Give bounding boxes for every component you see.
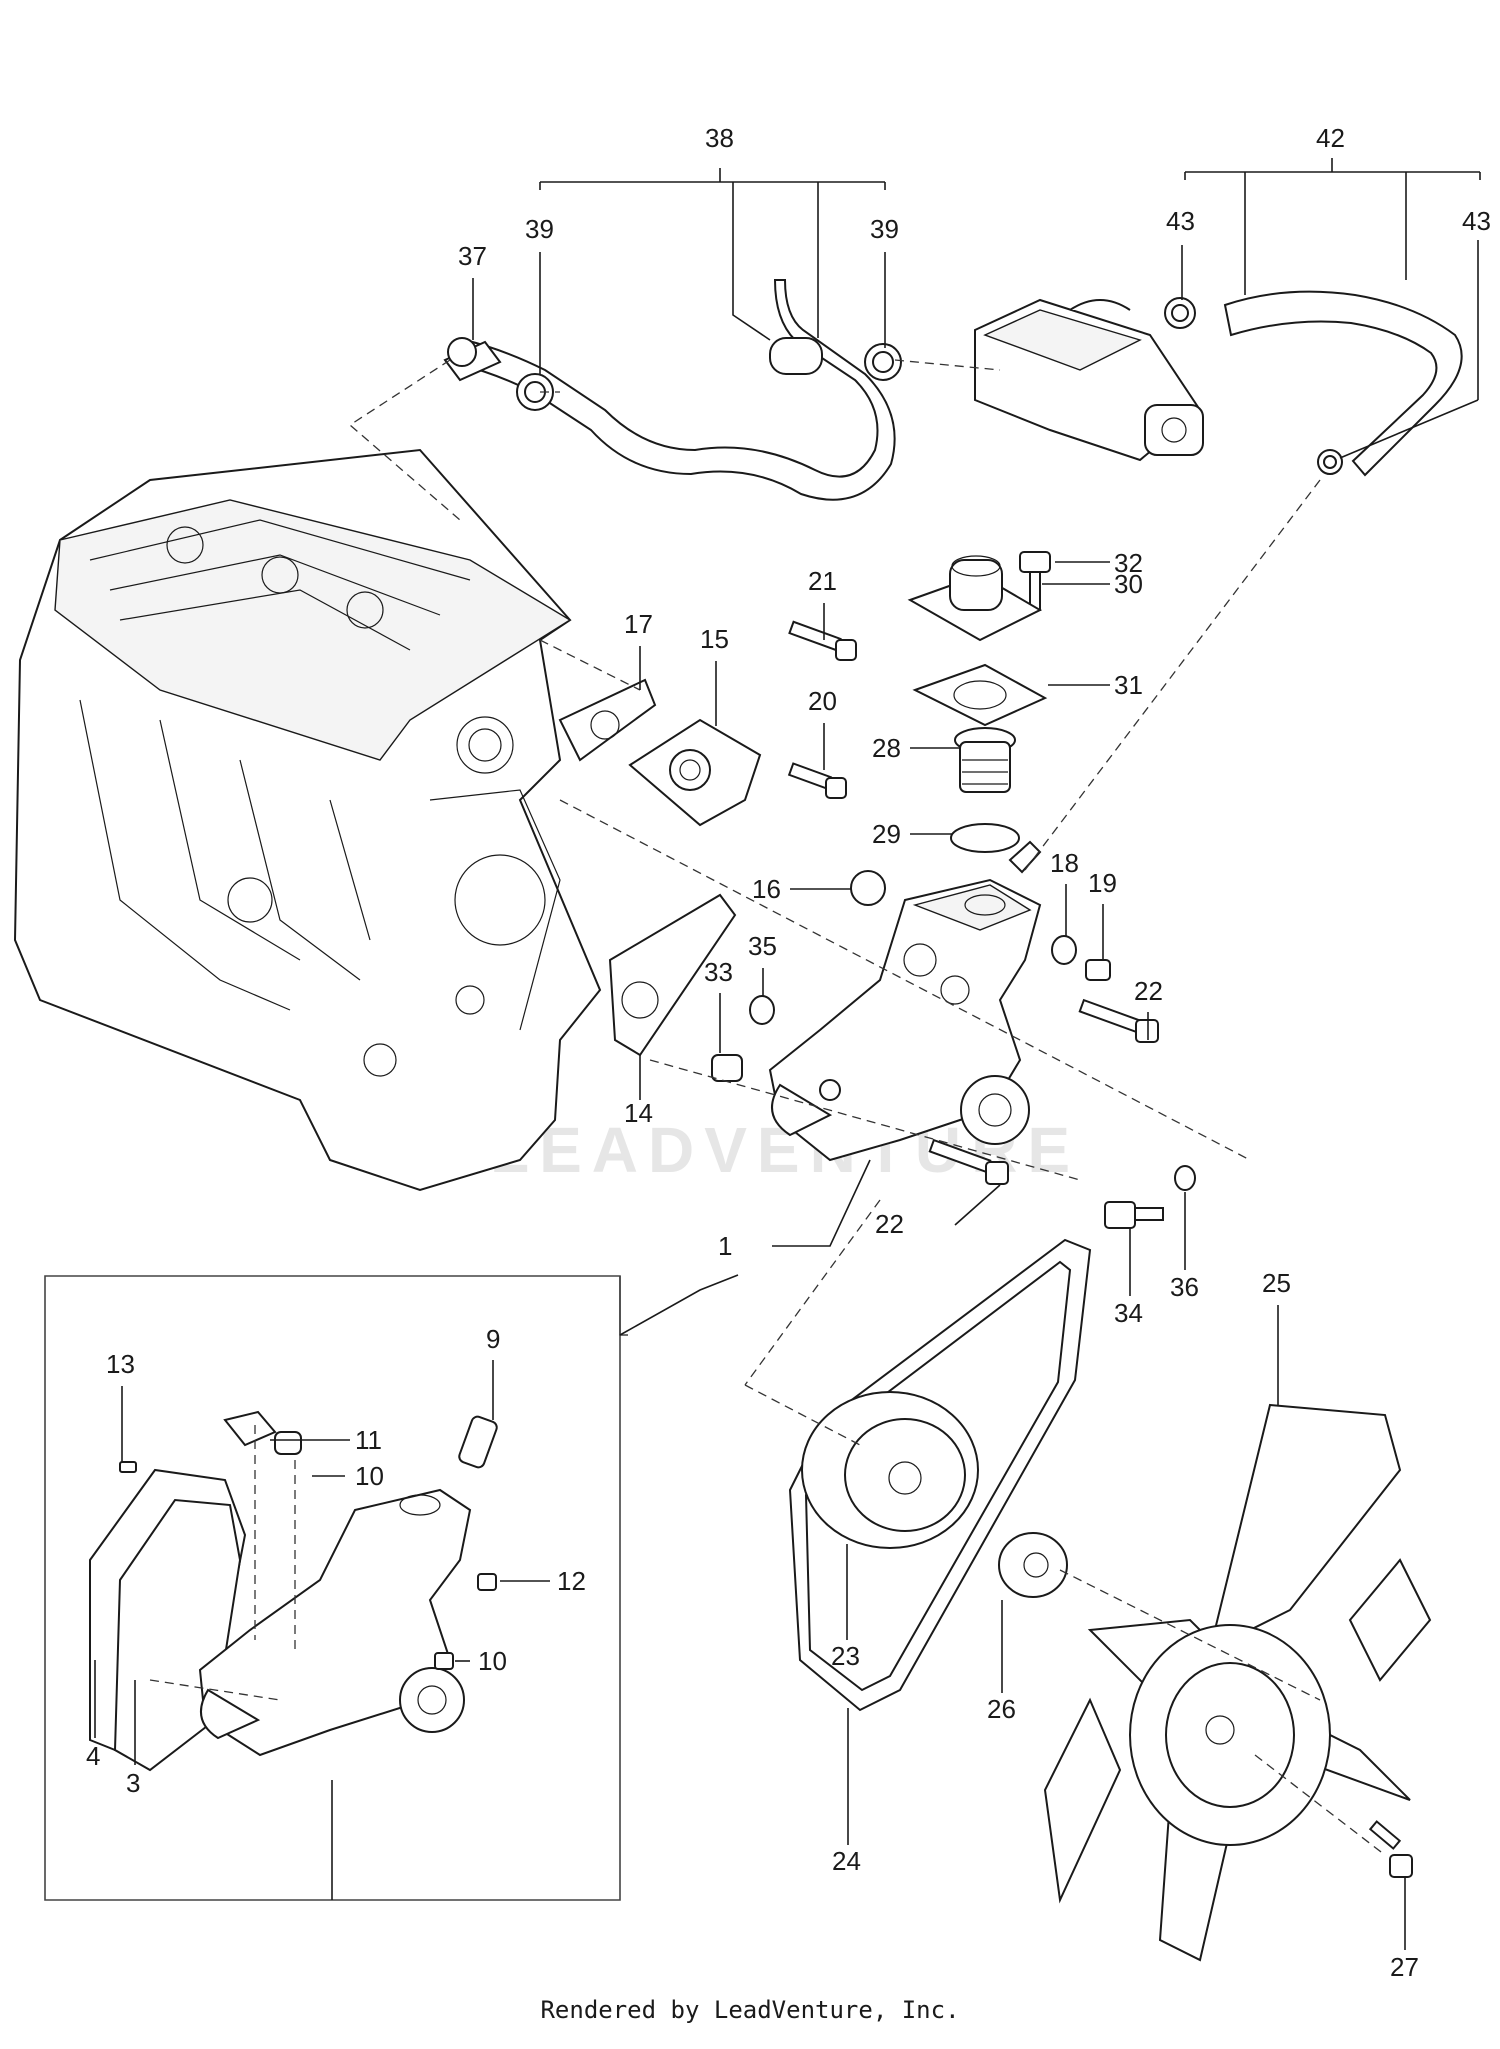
thermostat-cover-30 xyxy=(907,555,1043,642)
inset-detail xyxy=(44,1274,739,1901)
callout-19: 19 xyxy=(1088,868,1117,898)
spacer-26 xyxy=(998,1532,1068,1598)
callout-14: 14 xyxy=(624,1098,653,1128)
callout-27: 27 xyxy=(1390,1952,1419,1982)
footer-credit: Rendered by LeadVenture, Inc. xyxy=(540,1996,960,2024)
hose-clamp-43-right xyxy=(1317,449,1343,475)
callout-28: 28 xyxy=(872,733,901,763)
callout-26: 26 xyxy=(987,1694,1016,1724)
washer-18 xyxy=(1051,935,1077,965)
callout-42: 42 xyxy=(1316,123,1345,153)
callout-17: 17 xyxy=(624,609,653,639)
callout-24: 24 xyxy=(832,1846,861,1876)
callout-37: 37 xyxy=(458,241,487,271)
callout-3: 3 xyxy=(126,1768,140,1798)
callout-4: 4 xyxy=(86,1741,100,1771)
callout-15: 15 xyxy=(700,624,729,654)
hose-clamp-right xyxy=(864,343,902,381)
callout-22-upper: 22 xyxy=(1134,976,1163,1006)
drive-belt-24 xyxy=(788,1238,1092,1712)
elbow-fitting xyxy=(443,337,502,382)
callout-31: 31 xyxy=(1114,670,1143,700)
bolt-21 xyxy=(788,620,857,661)
plug-33 xyxy=(711,1054,743,1082)
callout-34: 34 xyxy=(1114,1298,1143,1328)
gasket-31 xyxy=(912,663,1048,727)
washer-36 xyxy=(1174,1165,1196,1191)
thermostat-28 xyxy=(954,727,1016,793)
cooling-fan-25 xyxy=(1043,1403,1432,1962)
callout-12: 12 xyxy=(557,1566,586,1596)
alignment-lines xyxy=(149,359,1386,1856)
coolant-hose-42 xyxy=(1223,290,1463,477)
callout-23: 23 xyxy=(831,1641,860,1671)
o-ring-29 xyxy=(950,823,1020,853)
callout-22-lower: 22 xyxy=(875,1209,904,1239)
heat-exchanger xyxy=(974,298,1204,462)
callout-43-right: 43 xyxy=(1462,206,1491,236)
callout-1: 1 xyxy=(718,1231,732,1261)
bolt-27 xyxy=(1368,1820,1413,1878)
callout-16: 16 xyxy=(752,874,781,904)
callout-21: 21 xyxy=(808,566,837,596)
callout-10-upper: 10 xyxy=(355,1461,384,1491)
callout-36: 36 xyxy=(1170,1272,1199,1302)
callout-35: 35 xyxy=(748,931,777,961)
water-pump-housing xyxy=(768,840,1042,1162)
callout-32: 32 xyxy=(1114,548,1143,578)
plug-16 xyxy=(850,870,886,906)
engine-block xyxy=(13,448,602,1192)
bolt-19 xyxy=(1085,959,1111,981)
callout-30: 30 xyxy=(1114,569,1143,599)
callout-20: 20 xyxy=(808,686,837,716)
callout-10-lower: 10 xyxy=(478,1646,507,1676)
callout-43-left: 43 xyxy=(1166,206,1195,236)
callout-38: 38 xyxy=(705,123,734,153)
callout-13: 13 xyxy=(106,1349,135,1379)
washer-35 xyxy=(749,995,775,1025)
outlet-housing-15 xyxy=(628,718,762,827)
callout-39-left: 39 xyxy=(525,214,554,244)
gasket-17 xyxy=(558,678,657,762)
bolt-22-lower xyxy=(928,1138,1009,1185)
hose-clamp-43-left xyxy=(1164,297,1196,329)
temperature-sensor-34 xyxy=(1104,1201,1164,1229)
callout-9: 9 xyxy=(486,1324,500,1354)
callout-33: 33 xyxy=(704,957,733,987)
bolt-22-upper xyxy=(1078,998,1159,1043)
callout-labels: 38 39 39 37 42 43 43 32 30 31 28 29 16 2… xyxy=(86,123,1491,1982)
leader-lines xyxy=(94,158,1481,1950)
pulley-23 xyxy=(801,1391,979,1549)
bolt-20 xyxy=(787,762,847,799)
gasket-14 xyxy=(608,893,737,1057)
callout-25: 25 xyxy=(1262,1268,1291,1298)
callout-18: 18 xyxy=(1050,848,1079,878)
callout-39-right: 39 xyxy=(870,214,899,244)
callout-29: 29 xyxy=(872,819,901,849)
callout-11: 11 xyxy=(355,1425,382,1455)
